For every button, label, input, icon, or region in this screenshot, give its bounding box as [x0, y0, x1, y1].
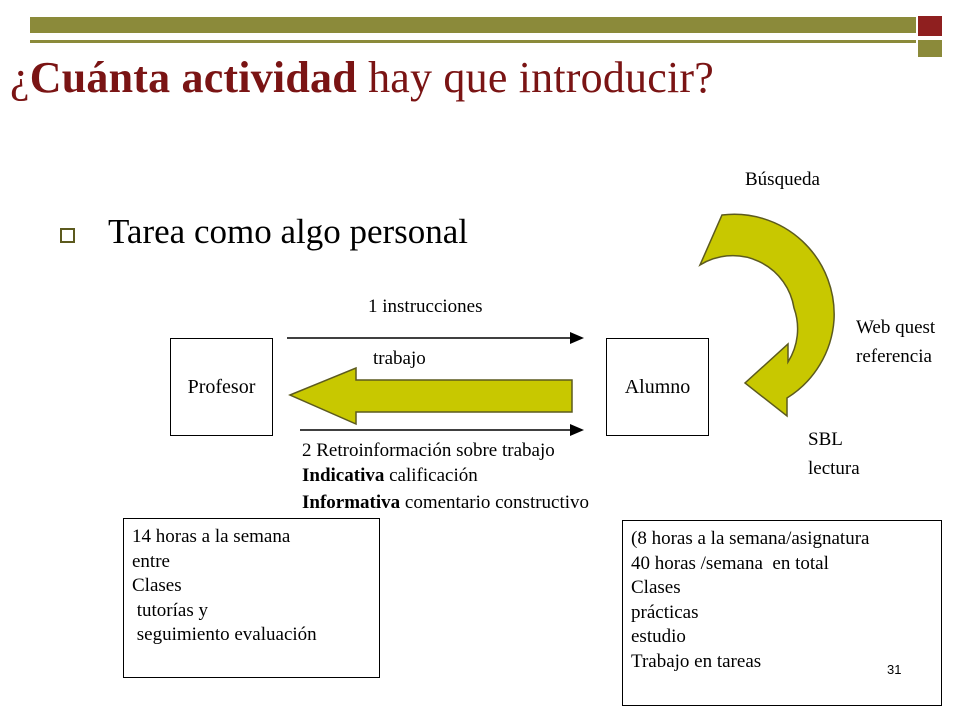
- busqueda-label: Búsqueda: [745, 169, 820, 190]
- profesor-label: Profesor: [187, 375, 256, 398]
- instrucciones-label: 1 instrucciones: [368, 296, 483, 317]
- corner-square-olive: [918, 40, 942, 57]
- header-rule: [30, 40, 916, 43]
- right-box-line: estudio: [631, 626, 686, 647]
- left-box-line: seguimiento evaluación: [132, 624, 317, 645]
- trabajo-block-arrow: [288, 366, 573, 426]
- retro-label: 2 Retroinformación sobre trabajo: [302, 440, 555, 461]
- page-number: 31: [887, 662, 902, 677]
- left-box-line: tutorías y: [132, 599, 208, 621]
- hours-box-right: (8 horas a la semana/asignatura 40 horas…: [622, 520, 942, 706]
- right-box-line: prácticas: [631, 601, 699, 623]
- trabajo-label: trabajo: [373, 348, 426, 369]
- title-suffix: hay que introducir?: [356, 53, 714, 102]
- lectura-label: lectura: [808, 458, 860, 479]
- informativa-line: Informativa comentario constructivo: [302, 491, 589, 515]
- slide-title: ¿Cuánta actividad hay que introducir?: [10, 52, 714, 103]
- referencia-label: referencia: [856, 346, 932, 367]
- right-box-line: Clases: [631, 577, 681, 598]
- alumno-label: Alumno: [624, 375, 691, 398]
- right-box-line: Trabajo en tareas: [631, 650, 762, 672]
- right-box-line: 40 horas /semana en total: [631, 552, 829, 574]
- webquest-label: Web quest: [856, 317, 936, 338]
- left-box-line: Clases: [132, 575, 182, 596]
- header-bar: [30, 17, 916, 33]
- indicativa-line: Indicativa calificación: [302, 464, 478, 488]
- retro-arrowhead: [570, 424, 584, 436]
- indicativa-bold: Indicativa: [302, 465, 385, 486]
- informativa-rest: comentario constructivo: [400, 492, 590, 513]
- corner-square-red: [918, 16, 942, 36]
- left-box-line: 14 horas a la semana: [132, 526, 291, 547]
- informativa-bold: Informativa: [302, 492, 401, 513]
- title-bold: Cuánta actividad: [29, 53, 357, 102]
- bullet-text: Tarea como algo personal: [108, 212, 469, 251]
- sbl-label: SBL: [808, 429, 843, 450]
- hours-box-left: 14 horas a la semana entre Clases tutorí…: [123, 518, 380, 678]
- title-prefix: ¿: [10, 53, 30, 102]
- left-box-line: entre: [132, 550, 170, 572]
- bullet-square-icon: [60, 228, 75, 243]
- right-box-line: (8 horas a la semana/asignatura: [631, 528, 870, 549]
- alumno-box: Alumno: [606, 338, 709, 436]
- instrucciones-arrowhead: [570, 332, 584, 344]
- profesor-box: Profesor: [170, 338, 273, 436]
- indicativa-rest: calificación: [384, 465, 478, 486]
- cycle-arrow: [698, 213, 835, 418]
